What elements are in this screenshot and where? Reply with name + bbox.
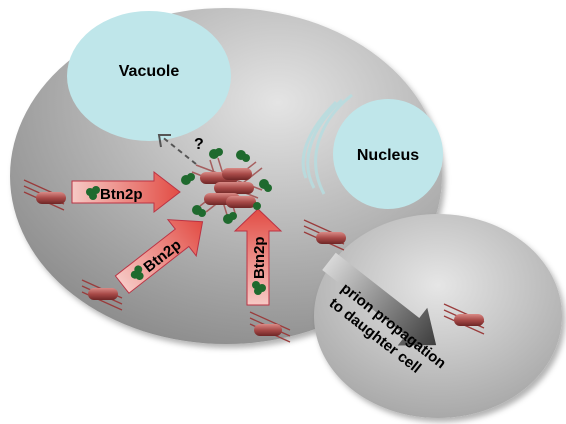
btn2p-blob-left	[86, 186, 100, 200]
btn2p-arrow-vert: Btn2p	[233, 208, 283, 306]
prion-fibril-5	[443, 303, 485, 335]
prion-fibril-3	[249, 311, 291, 343]
btn2p-blob-vert	[252, 281, 266, 295]
dashed-arrow-to-vacuole	[157, 134, 197, 165]
question-mark: ?	[194, 136, 204, 153]
btn2p-arrow-left: Btn2p	[71, 170, 181, 214]
prion-fibril-2	[81, 279, 123, 311]
vacuole-label: Vacuole	[119, 63, 180, 80]
vacuole	[67, 11, 231, 141]
nucleus-label: Nucleus	[357, 147, 419, 164]
nucleus	[333, 99, 443, 209]
btn2p-blob-diag	[130, 265, 144, 281]
aggregate-rods	[200, 168, 256, 208]
prion-fibril-4	[303, 219, 346, 251]
central-aggregate	[181, 148, 272, 224]
btn2p-label-left: Btn2p	[100, 186, 143, 203]
btn2p-label-vert: Btn2p	[251, 237, 268, 280]
er-membranes	[301, 93, 353, 195]
daughter-cell	[314, 214, 562, 418]
btn2p-blobs-aggregate	[181, 148, 272, 224]
prion-fibril-1	[23, 179, 66, 211]
propagation-arrow	[322, 252, 437, 346]
